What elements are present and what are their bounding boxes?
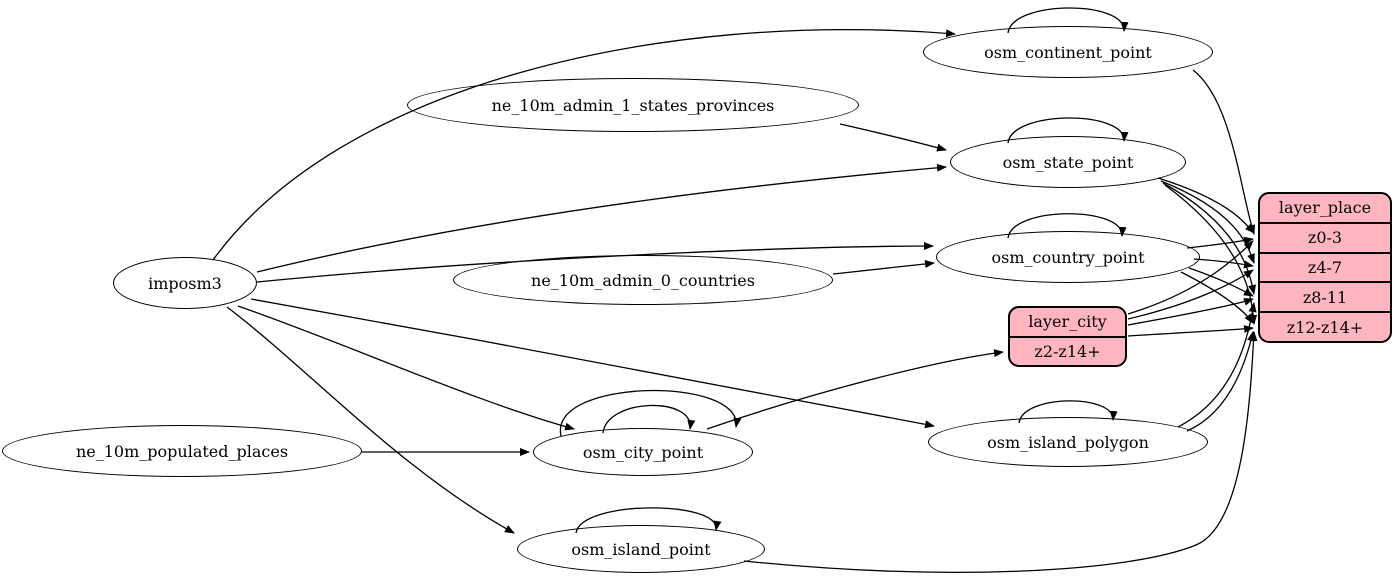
node-osm-country-point: osm_country_point [936, 231, 1200, 283]
edge-imposm3-osm_continent_point [212, 29, 956, 261]
node-label: osm_city_point [582, 442, 704, 462]
edge-osm_continent_point-layer_place-z0_3 [1192, 69, 1256, 235]
node-label: osm_island_polygon [987, 432, 1149, 452]
node-ne-10m-admin-1-states-provinces: ne_10m_admin_1_states_provinces [407, 78, 859, 132]
record-title: layer_city [1028, 312, 1107, 332]
node-layer-place: layer_place z0-3 z4-7 z8-11 z12-z14+ [1258, 192, 1392, 343]
node-label: osm_country_point [991, 247, 1145, 267]
record-row-z4-7: z4-7 [1260, 251, 1390, 282]
node-label: osm_island_point [571, 539, 711, 559]
node-layer-city: layer_city z2-z14+ [1008, 306, 1127, 367]
edge-osm_country_point-layer_place-z8_11 [1188, 267, 1254, 297]
edge-imposm3-osm_island_point [226, 306, 515, 534]
edge-osm_island_polygon-layer_place-z12_14 [1186, 331, 1255, 432]
node-osm-continent-point: osm_continent_point [923, 26, 1213, 78]
edge-osm_state_point-layer_place-z8_11 [1162, 182, 1256, 295]
node-label: osm_continent_point [984, 42, 1152, 62]
node-ne-10m-populated-places: ne_10m_populated_places [2, 425, 362, 477]
node-label: ne_10m_populated_places [75, 441, 289, 461]
node-osm-city-point: osm_city_point [533, 428, 753, 476]
edge-ne_10m_admin_1_states_provinces-osm_state_point [839, 123, 947, 152]
record-row-z2-z14: z2-z14+ [1010, 335, 1125, 366]
edge-ne_10m_admin_0_countries-osm_country_point [832, 260, 935, 275]
node-osm-state-point: osm_state_point [950, 136, 1186, 188]
record-row-z8-11: z8-11 [1260, 281, 1390, 311]
record-row-z12-z14: z12-z14+ [1260, 311, 1390, 341]
record-row-z0-3: z0-3 [1260, 221, 1390, 252]
node-osm-island-polygon: osm_island_polygon [928, 417, 1208, 467]
edge-osm_island_polygon-layer_place-z8_11 [1177, 302, 1257, 428]
node-label: osm_state_point [1002, 152, 1134, 172]
node-label: ne_10m_admin_0_countries [531, 270, 755, 290]
node-ne-10m-admin-0-countries: ne_10m_admin_0_countries [453, 255, 833, 305]
edge-osm_city_point-layer_city-z2_14 [706, 349, 1004, 430]
edge-imposm3-osm_city_point [237, 305, 575, 431]
edge-osm_country_point-layer_place-z12_14 [1180, 271, 1254, 324]
edge-layer_city-layer_place-z8_11 [1127, 298, 1254, 326]
edge-layer_city-layer_place-z12_14 [1127, 325, 1254, 337]
edge-osm_country_point-layer_place-z0_3 [1186, 236, 1254, 249]
node-label: imposm3 [148, 273, 222, 293]
edge-imposm3-osm_island_polygon [250, 298, 935, 429]
node-osm-island-point: osm_island_point [517, 525, 765, 573]
node-label: ne_10m_admin_1_states_provinces [491, 95, 775, 115]
record-title: layer_place [1278, 198, 1372, 218]
node-imposm3: imposm3 [113, 257, 257, 309]
edge-osm_state_point-layer_place-z0_3 [1157, 177, 1255, 234]
edge-osm_country_point-layer_place-z4_7 [1193, 258, 1254, 269]
